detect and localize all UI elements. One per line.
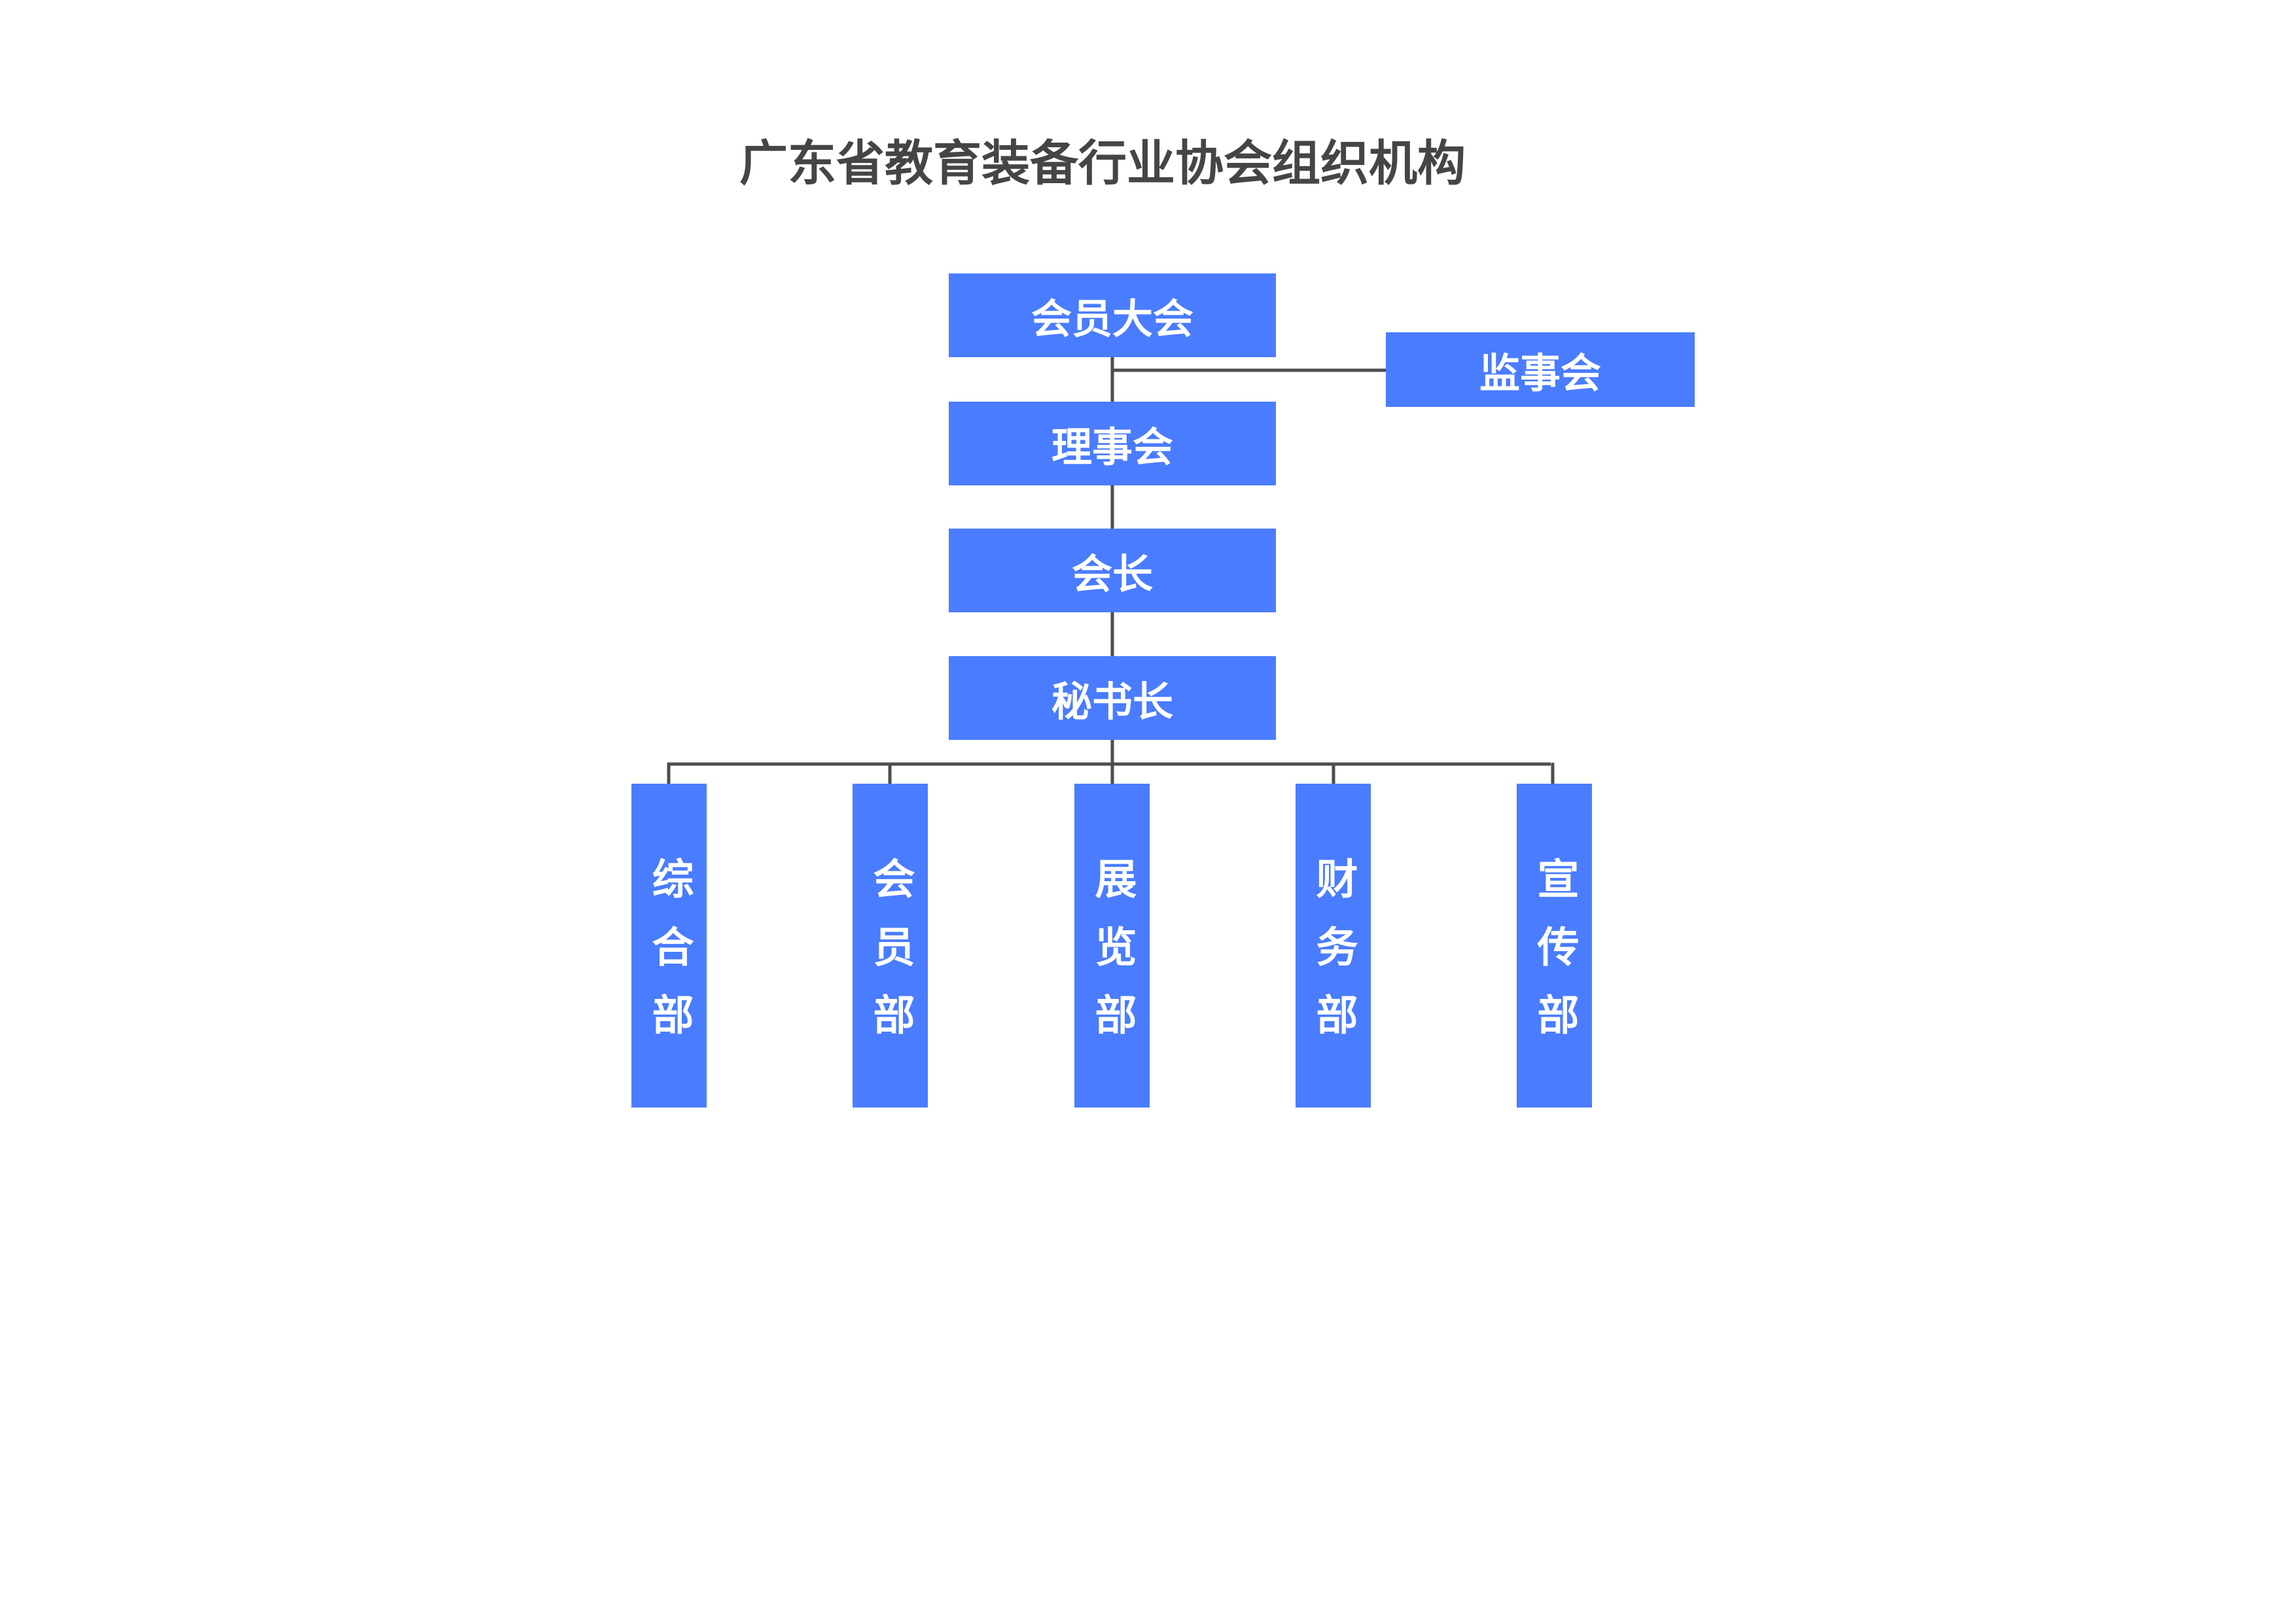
department-box-exhibition: 展览部 [1074,784,1150,1108]
department-box-general-affairs: 综合部 [631,784,707,1108]
president-box: 会长 [949,529,1276,612]
council-box: 理事会 [949,402,1276,485]
department-box-publicity: 宣传部 [1517,784,1592,1108]
department-box-finance: 财务部 [1296,784,1371,1108]
department-box-membership: 会员部 [853,784,928,1108]
page-title: 广东省教育装备行业协会组织机构 [739,135,1466,192]
general-assembly-box: 会员大会 [949,273,1276,357]
secretary-general-box: 秘书长 [949,656,1276,740]
supervisory-board-box: 监事会 [1386,332,1695,407]
